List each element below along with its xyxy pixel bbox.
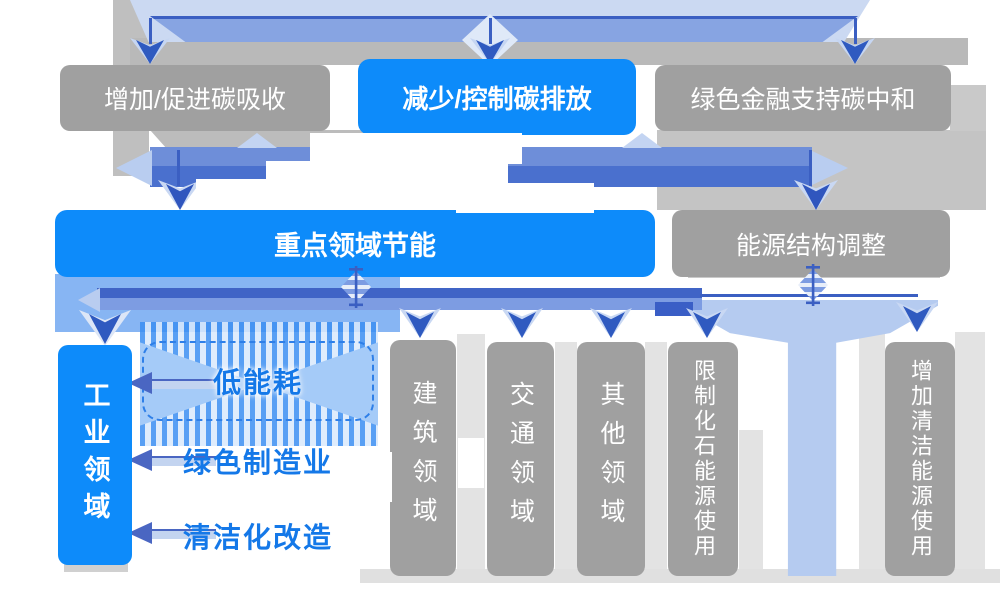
node-increase-clean-energy: 增加清洁能源使用 — [885, 342, 955, 576]
node-green-finance: 绿色金融支持碳中和 — [655, 65, 951, 131]
backdrop-strip — [859, 310, 885, 574]
arrow-shaft — [150, 379, 216, 389]
arrow-shaft — [150, 529, 216, 539]
arrow-stem — [149, 18, 152, 44]
backdrop-right-notch — [950, 85, 986, 131]
backdrop-strip — [555, 342, 577, 574]
lower-band-top — [97, 288, 702, 298]
node-label: 重点领域节能 — [274, 231, 436, 261]
node-label: 建筑领域 — [409, 380, 437, 536]
backdrop-strip — [739, 430, 763, 576]
whiteout-patch — [456, 183, 594, 213]
item-label: 低能耗 — [212, 367, 303, 398]
stripe-diamond-icon — [798, 264, 828, 306]
arrow-down-to-construction — [406, 312, 434, 338]
node-industry-field: 工业领域 — [58, 345, 132, 565]
node-label: 交通领域 — [506, 381, 535, 537]
node-label: 其他领域 — [597, 381, 625, 537]
whiteout-patch — [458, 438, 484, 488]
whiteout-patch — [310, 133, 522, 164]
stripe-diamond-icon — [341, 266, 371, 308]
arrow-stem — [854, 18, 857, 44]
backdrop-strip — [955, 325, 985, 575]
lower-band-bottom — [97, 298, 702, 310]
item-clean-retrofit: 清洁化改造 — [183, 522, 334, 553]
whiteout-patch — [196, 179, 344, 210]
node-label: 增加清洁能源使用 — [908, 359, 933, 559]
backdrop-strip — [645, 342, 667, 574]
node-label: 增加/促进碳吸收 — [104, 86, 286, 114]
node-limit-fossil-energy: 限制化石能源使用 — [668, 342, 738, 576]
arrow-stem — [809, 150, 812, 186]
node-label: 限制化石能源使用 — [691, 359, 716, 559]
node-label: 能源结构调整 — [735, 231, 886, 260]
node-construction-field: 建筑领域 — [390, 340, 456, 576]
node-energy-structure-adjustment: 能源结构调整 — [672, 210, 950, 277]
arrow-stem — [177, 150, 180, 186]
whiteout-patch — [368, 452, 392, 502]
node-carbon-emission-control: 减少/控制碳排放 — [358, 59, 636, 135]
item-green-manufacturing: 绿色制造业 — [183, 447, 334, 478]
band-jog-block — [655, 302, 693, 316]
node-key-fields-energy-saving: 重点领域节能 — [55, 210, 655, 277]
arrow-down-to-transport — [508, 312, 536, 338]
node-other-field: 其他领域 — [577, 342, 645, 576]
node-label: 绿色金融支持碳中和 — [690, 86, 916, 114]
whiteout-patch — [938, 286, 1000, 332]
node-label: 减少/控制碳排放 — [402, 83, 592, 114]
node-label: 工业领域 — [79, 381, 110, 529]
band-up-bump — [622, 133, 662, 148]
node-carbon-absorption: 增加/促进碳吸收 — [60, 65, 330, 131]
arrow-shaft — [150, 456, 216, 466]
arrow-down-to-key-fields — [166, 184, 194, 210]
arrow-down-to-other — [597, 312, 625, 338]
item-low-energy: 低能耗 — [142, 341, 374, 421]
node-transport-field: 交通领域 — [487, 342, 554, 576]
arrow-stem — [489, 18, 492, 44]
